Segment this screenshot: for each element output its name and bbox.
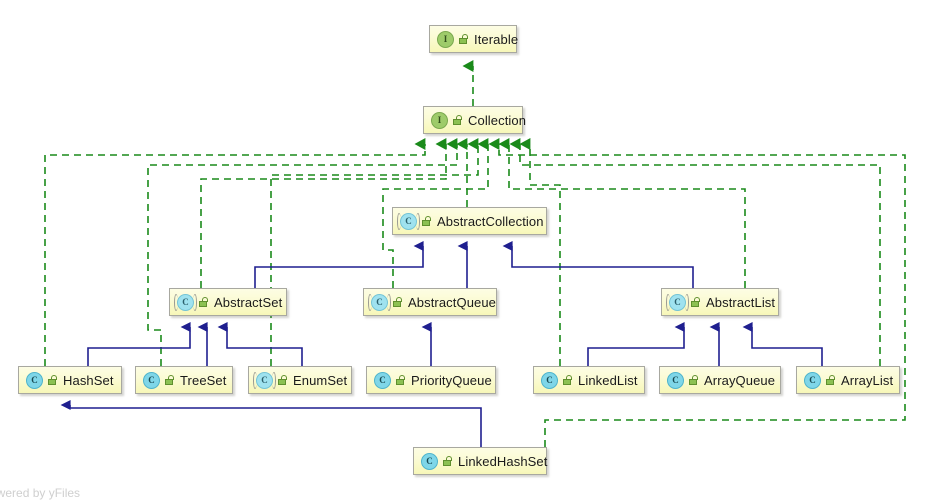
edge-abstractset-collection [200, 138, 447, 288]
edge-hashset-abstractset [87, 322, 191, 366]
inheritance-edges [60, 241, 823, 447]
class-node-label: AbstractSet [214, 294, 283, 310]
class-icon: C [421, 452, 438, 470]
class-node-abstractcollection[interactable]: C AbstractCollection [392, 207, 547, 235]
class-node-label: ArrayList [841, 372, 894, 388]
lock-icon [392, 296, 403, 308]
class-icon: C [666, 293, 689, 311]
class-node-priorityqueue[interactable]: C PriorityQueue [366, 366, 496, 394]
lock-icon [47, 374, 58, 386]
class-node-arraylist[interactable]: C ArrayList [796, 366, 900, 394]
class-node-label: AbstractCollection [437, 213, 544, 229]
edge-linkedlist-abstractlist [587, 322, 685, 366]
class-node-abstractset[interactable]: C AbstractSet [169, 288, 287, 316]
class-icon: C [174, 293, 197, 311]
class-icon: C [804, 371, 821, 389]
class-node-linkedhashset[interactable]: C LinkedHashSet [413, 447, 547, 475]
lock-icon [395, 374, 406, 386]
class-node-label: AbstractList [706, 294, 776, 310]
class-node-linkedlist[interactable]: C LinkedList [533, 366, 645, 394]
class-icon: C [253, 371, 276, 389]
interface-icon: I [437, 30, 454, 48]
class-node-label: Iterable [474, 31, 519, 47]
class-node-abstractqueue[interactable]: C AbstractQueue [363, 288, 497, 316]
class-node-arrayqueue[interactable]: C ArrayQueue [659, 366, 781, 394]
lock-icon [690, 296, 701, 308]
lock-icon [452, 114, 463, 126]
lock-icon [825, 374, 836, 386]
class-node-label: LinkedHashSet [458, 453, 548, 469]
class-node-label: LinkedList [578, 372, 638, 388]
edge-linkedlist-collection [519, 138, 561, 366]
class-icon: C [368, 293, 391, 311]
class-node-label: HashSet [63, 372, 114, 388]
class-node-treeset[interactable]: C TreeSet [135, 366, 233, 394]
class-node-label: AbstractQueue [408, 294, 497, 310]
class-node-enumset[interactable]: C EnumSet [248, 366, 352, 394]
lock-icon [277, 374, 288, 386]
class-node-label: PriorityQueue [411, 372, 492, 388]
edge-arraylist-collection [509, 138, 881, 366]
class-node-label: EnumSet [293, 372, 348, 388]
edge-abstractlist-collection [498, 138, 746, 288]
lock-icon [688, 374, 699, 386]
edge-arraylist-abstractlist [742, 322, 823, 366]
lock-icon [562, 374, 573, 386]
class-icon: C [541, 371, 558, 389]
lock-icon [421, 215, 432, 227]
class-icon: C [26, 371, 43, 389]
edge-enumset-collection [270, 138, 479, 366]
class-node-label: TreeSet [180, 372, 227, 388]
edge-treeset-collection [147, 138, 458, 366]
interface-icon: I [431, 111, 448, 129]
edge-enumset-abstractset [217, 322, 303, 366]
edge-linkedhashset-collection [488, 138, 906, 447]
class-icon: C [667, 371, 684, 389]
lock-icon [164, 374, 175, 386]
lock-icon [442, 455, 453, 467]
class-node-abstractlist[interactable]: C AbstractList [661, 288, 779, 316]
edge-hashset-collection [44, 138, 426, 366]
yfiles-watermark: Powered by yFiles [0, 486, 81, 500]
realization-edges [44, 60, 906, 447]
class-node-hashset[interactable]: C HashSet [18, 366, 122, 394]
lock-icon [198, 296, 209, 308]
class-icon: C [374, 371, 391, 389]
class-icon: C [397, 212, 420, 230]
lock-icon [458, 33, 469, 45]
class-node-iterable[interactable]: I Iterable [429, 25, 519, 53]
class-icon: C [143, 371, 160, 389]
edge-abstractqueue-collection [382, 138, 489, 288]
class-node-collection[interactable]: I Collection [423, 106, 527, 134]
edge-abstractlist-abstractcollection [502, 241, 694, 288]
class-node-label: Collection [468, 112, 527, 128]
class-node-label: ArrayQueue [704, 372, 776, 388]
edge-linkedhashset-hashset [60, 400, 482, 447]
edge-abstractset-abstractcollection [254, 241, 424, 288]
